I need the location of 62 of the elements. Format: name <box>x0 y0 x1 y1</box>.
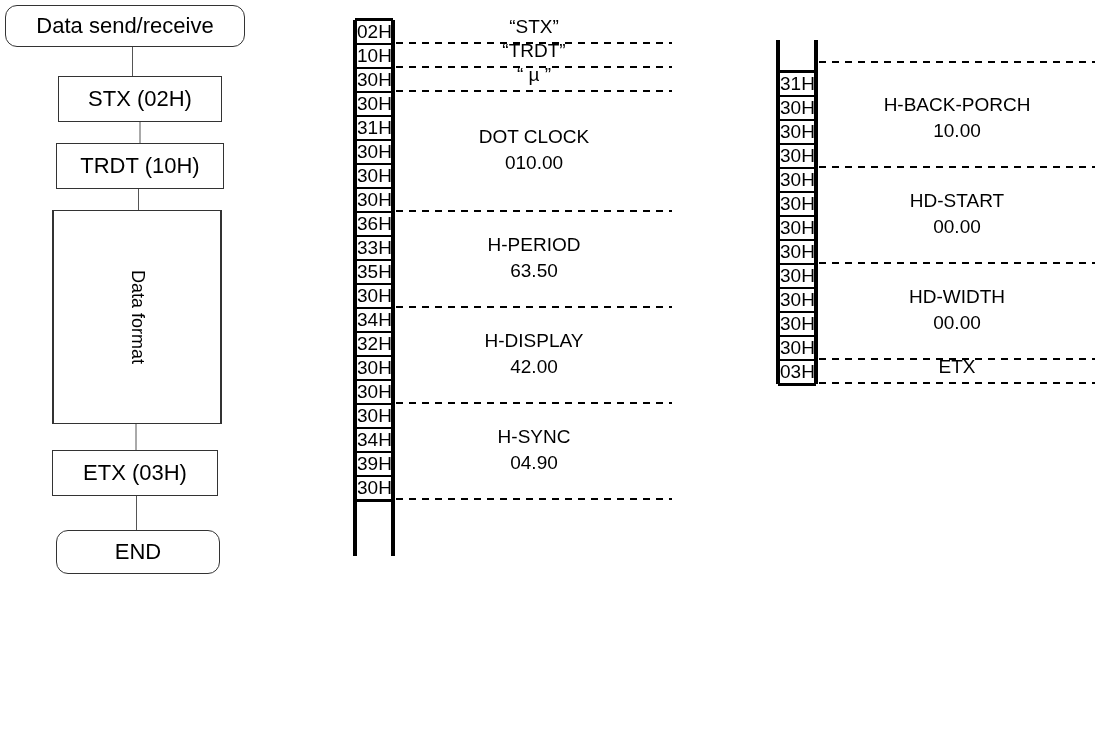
hex-byte-cell: 03H <box>779 360 815 384</box>
hex-byte-cell: 02H <box>356 20 392 44</box>
connector-line <box>139 121 141 144</box>
connector-line <box>138 188 139 211</box>
hex-byte-cell: 31H <box>779 72 815 96</box>
process-box: TRDT (10H) <box>56 143 224 189</box>
hex-byte-cell: 30H <box>779 144 815 168</box>
connector-line <box>135 423 137 451</box>
hex-byte-cell: 34H <box>356 428 392 452</box>
hex-byte-cell: 36H <box>356 212 392 236</box>
hex-byte-cell: 30H <box>779 216 815 240</box>
terminal-box: END <box>56 530 220 574</box>
hex-byte-cell: 30H <box>779 240 815 264</box>
hex-byte-cell: 30H <box>779 192 815 216</box>
hex-byte-cell: 35H <box>356 260 392 284</box>
hex-byte-cell: 30H <box>356 356 392 380</box>
hex-byte-cell: 30H <box>356 380 392 404</box>
hex-byte-cell: 30H <box>356 68 392 92</box>
hex-byte-cell: 30H <box>356 92 392 116</box>
field-name: ETX <box>938 356 976 378</box>
hex-byte-cell: 30H <box>356 188 392 212</box>
field-name: H-SYNC <box>497 426 571 448</box>
hex-byte-cell: 34H <box>356 308 392 332</box>
field-name: “ µ ” <box>516 64 552 86</box>
field-value: 00.00 <box>933 216 981 238</box>
field-name: HD-START <box>909 190 1005 212</box>
process-box: ETX (03H) <box>52 450 218 496</box>
hex-byte-cell: 33H <box>356 236 392 260</box>
hex-byte-cell: 30H <box>779 264 815 288</box>
hex-byte-cell: 30H <box>356 140 392 164</box>
hex-byte-cell: 30H <box>779 336 815 360</box>
field-value: 010.00 <box>504 152 564 174</box>
field-value: 04.90 <box>510 452 558 474</box>
hex-byte-cell: 31H <box>356 116 392 140</box>
process-box: STX (02H) <box>58 76 222 122</box>
field-name: H-DISPLAY <box>484 330 584 352</box>
field-name: HD-WIDTH <box>909 286 1005 308</box>
field-name: “TRDT” <box>502 40 566 62</box>
field-name: DOT CLOCK <box>478 126 590 148</box>
connector-line <box>136 495 137 531</box>
connector-line <box>132 46 133 77</box>
hex-byte-cell: 30H <box>356 476 392 500</box>
hex-byte-cell: 30H <box>356 284 392 308</box>
field-value: 42.00 <box>510 356 558 378</box>
hex-byte-cell: 30H <box>779 120 815 144</box>
hex-byte-cell: 30H <box>356 164 392 188</box>
field-value: 10.00 <box>933 120 981 142</box>
field-value: 63.50 <box>510 260 558 282</box>
field-value: 00.00 <box>933 312 981 334</box>
predefined-process-box: Data format <box>52 210 222 424</box>
hex-byte-cell: 30H <box>779 312 815 336</box>
hex-byte-cell: 30H <box>779 96 815 120</box>
field-name: H-PERIOD <box>487 234 581 256</box>
field-name: “STX” <box>509 16 559 38</box>
hex-byte-cell: 39H <box>356 452 392 476</box>
hex-byte-cell: 30H <box>356 404 392 428</box>
hex-byte-cell: 30H <box>779 168 815 192</box>
terminal-box: Data send/receive <box>5 5 245 47</box>
field-name: H-BACK-PORCH <box>883 94 1031 116</box>
hex-byte-cell: 30H <box>779 288 815 312</box>
hex-byte-cell: 10H <box>356 44 392 68</box>
hex-byte-cell: 32H <box>356 332 392 356</box>
